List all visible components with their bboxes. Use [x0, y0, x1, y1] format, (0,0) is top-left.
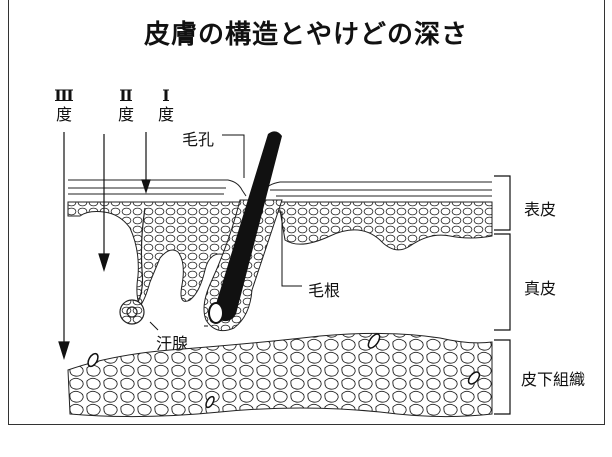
hair-bulb [208, 302, 224, 324]
degree-3-numeral: Ⅲ [54, 86, 74, 105]
page-title: 皮膚の構造とやけどの深さ [143, 20, 468, 50]
degree-1-suffix: 度 [157, 105, 174, 124]
epidermis-label: 表皮 [524, 200, 557, 219]
figure-frame [8, 0, 605, 425]
hair-root-label: 毛根 [308, 281, 341, 300]
subcutaneous-fat-layer [67, 332, 493, 418]
fat-vessel [205, 395, 215, 409]
degree-2-suffix: 度 [117, 105, 134, 124]
degree-1-label: Ⅰ 度 [154, 86, 178, 124]
subcutaneous-label: 皮下組織 [521, 370, 586, 389]
layer-brackets [494, 175, 511, 415]
hair-shaft [214, 131, 282, 322]
dermis-label: 真皮 [524, 279, 557, 298]
degree-arrows [58, 132, 151, 361]
sweat-gland-label: 汗腺 [156, 334, 189, 353]
degree-2-numeral: Ⅱ [119, 86, 133, 105]
epidermis-surface [68, 179, 492, 197]
sweat-gland [119, 207, 146, 325]
degree-3-suffix: 度 [55, 105, 72, 124]
fat-vessel [367, 333, 381, 349]
dermis-layer [67, 201, 493, 307]
degree-1-numeral: Ⅰ [162, 86, 170, 105]
degree-2-label: Ⅱ 度 [114, 86, 138, 124]
fat-vessel [87, 352, 99, 368]
fat-vessel [467, 371, 481, 385]
pore-label: 毛孔 [182, 130, 215, 149]
degree-3-label: Ⅲ 度 [52, 86, 76, 124]
leader-lines [149, 134, 302, 331]
